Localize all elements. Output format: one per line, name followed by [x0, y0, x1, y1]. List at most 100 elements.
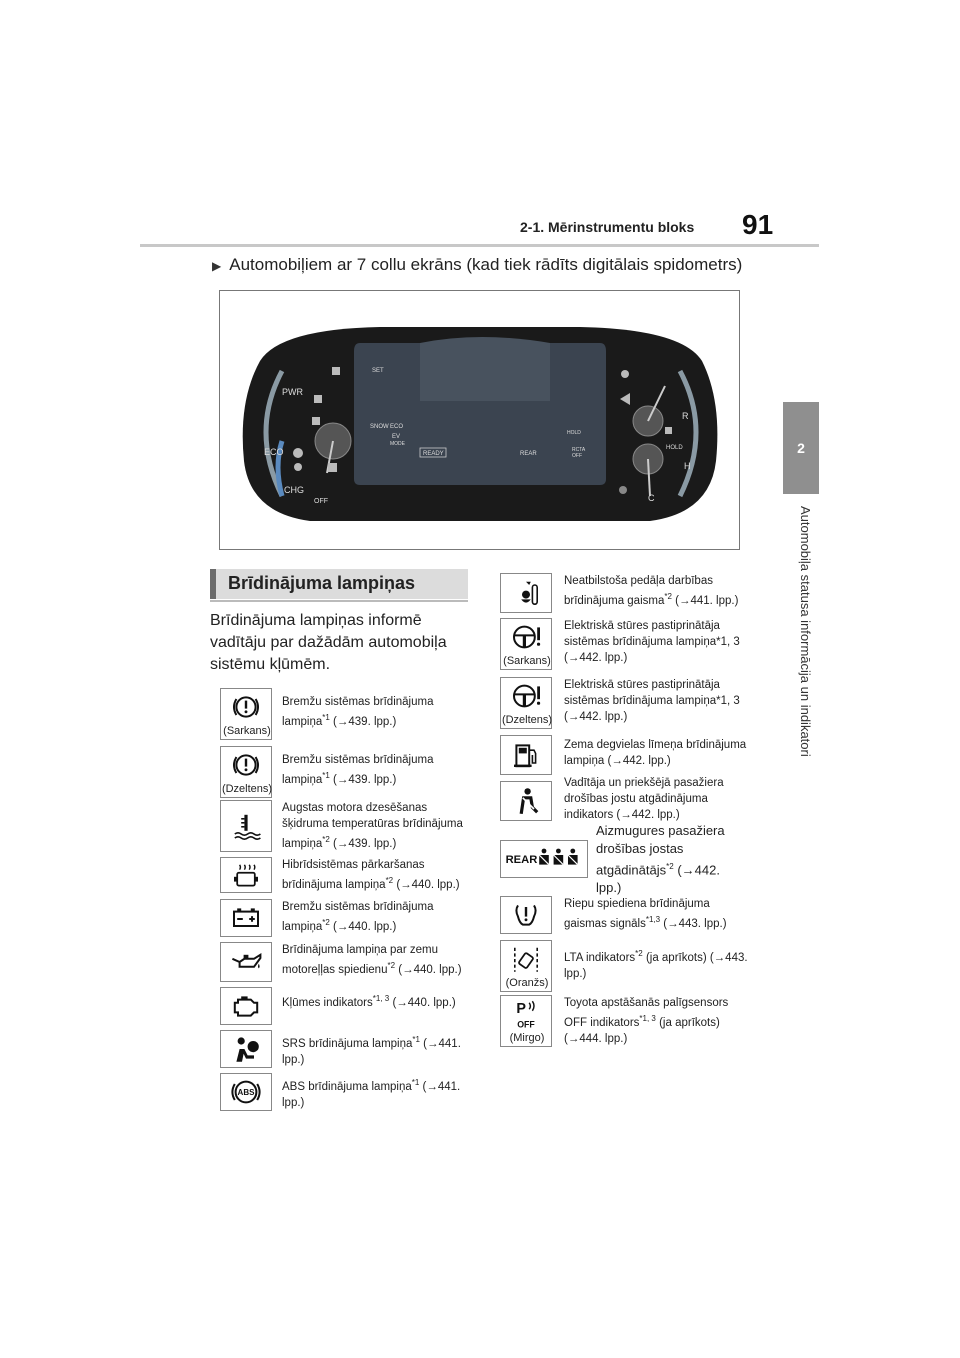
screen-eco: ECO: [390, 424, 403, 430]
low-fuel-icon: [500, 735, 552, 775]
page-reference[interactable]: (→440. lpp.): [396, 878, 460, 891]
icon-label: REAR: [506, 854, 538, 866]
page-reference[interactable]: (→441. lpp.): [675, 594, 739, 607]
footnote-mark: *2: [387, 961, 396, 970]
screen-snow: SNOW: [370, 424, 389, 430]
right-warning-item: Zema degvielas līmeņa brīdinājuma lampiņ…: [500, 735, 754, 775]
rear-seatbelt-icon: REAR: [500, 840, 588, 878]
left-indicator-icons: [293, 367, 340, 472]
warning-description: Kļūmes indikators*1, 3 (→440. lpp.): [282, 991, 472, 1011]
page-reference[interactable]: (→442. lpp.): [616, 809, 680, 821]
instrument-cluster: PWR ECO CHG OFF R H C HOLD: [242, 327, 718, 521]
warning-text: Bremžu sistēmas brīdinājuma lampiņa: [282, 754, 434, 786]
icon-label: OFF: [517, 1020, 535, 1030]
gauge-label-r: R: [682, 411, 689, 421]
chapter-number: 2: [797, 440, 805, 456]
page-number: 91: [742, 209, 774, 240]
instrument-cluster-figure: PWR ECO CHG OFF R H C HOLD: [219, 290, 740, 550]
gauge-label-h: H: [684, 461, 691, 471]
left-warning-item: Bremžu sistēmas brīdinājuma lampiņa*2 (→…: [220, 899, 472, 937]
battery-icon: [220, 899, 272, 937]
triangle-bullet-icon: ▶: [212, 259, 222, 273]
page-reference[interactable]: (→440. lpp.): [333, 920, 397, 933]
warning-text: Elektriskā stūres pastiprinātāja sistēma…: [564, 679, 740, 707]
warning-description: Zema degvielas līmeņa brīdinājuma lampiņ…: [564, 737, 754, 769]
footnote-mark: *2: [322, 918, 330, 927]
warning-text: Aizmugures pasažiera drošības jostas atg…: [596, 823, 725, 878]
screen-hold: HOLD: [567, 430, 581, 436]
right-warning-item: (Oranžs)LTA indikators*2 (ja aprīkots) (…: [500, 940, 754, 992]
footnote-mark: *2: [664, 592, 672, 601]
gauge-label-pwr: PWR: [282, 387, 303, 397]
screen-ready: READY: [423, 451, 444, 457]
svg-text:P: P: [516, 1001, 526, 1017]
warning-text: Kļūmes indikators: [282, 996, 373, 1009]
warning-description: Vadītāja un priekšējā pasažiera drošības…: [564, 775, 754, 823]
warning-description: LTA indikators*2 (ja aprīkots) (→443. lp…: [564, 946, 754, 982]
left-warning-item: SRS brīdinājuma lampiņa*1 (→441. lpp.): [220, 1030, 472, 1068]
gauge-label-off: OFF: [314, 498, 328, 505]
power-steering-icon: (Sarkans): [500, 618, 552, 670]
gauge-label-eco: ECO: [264, 447, 284, 457]
warning-text: Brīdinājuma lampiņa par zemu motoreļļas …: [282, 944, 438, 976]
right-warning-item: (Sarkans)Elektriskā stūres pastiprinātāj…: [500, 618, 754, 670]
abs-icon: ABS: [220, 1073, 272, 1111]
screen-set: SET: [372, 368, 384, 374]
screen-ev: EV: [392, 434, 400, 440]
warning-text: ABS brīdinājuma lampiņa: [282, 1080, 412, 1093]
left-warning-item: (Sarkans) Bremžu sistēmas brīdinājuma lam…: [220, 688, 472, 740]
footnote-mark: *1, 3: [372, 994, 390, 1003]
icon-caption: (Sarkans): [223, 725, 271, 737]
page-reference[interactable]: (→442. lpp.): [596, 862, 720, 896]
warning-text: SRS brīdinājuma lampiņa: [282, 1037, 413, 1050]
left-warning-item: Hibrīdsistēmas pārkaršanas brīdinājuma l…: [220, 857, 472, 893]
footnote-mark: *2: [385, 876, 394, 885]
icon-caption: (Sarkans): [503, 655, 551, 667]
page-reference[interactable]: (ja aprīkots) (→444. lpp.): [564, 1016, 720, 1045]
page-reference[interactable]: (→442. lpp.): [607, 755, 671, 767]
page-reference[interactable]: (→441. lpp.): [282, 1037, 461, 1066]
warning-text: Toyota apstāšanās palīgsensors OFF indik…: [564, 997, 729, 1029]
intro-text: Automobiļiem ar 7 collu ekrāns (kad tiek…: [229, 255, 743, 274]
icon-caption: (Mirgo): [509, 1032, 545, 1044]
page-reference[interactable]: (→443. lpp.): [663, 917, 727, 930]
chapter-side-title: Automobiļa statusa informācija un indika…: [798, 506, 813, 757]
check-engine-icon: [220, 987, 272, 1025]
warning-description: Bremžu sistēmas brīdinājuma lampiņa*1 (→…: [282, 694, 472, 730]
page-reference[interactable]: (→439. lpp.): [333, 837, 397, 850]
page-reference[interactable]: (→440. lpp.): [392, 996, 456, 1009]
page-reference[interactable]: (→442. lpp.): [564, 652, 628, 664]
footnote-mark: *2: [322, 835, 330, 844]
footnote-mark: *1: [411, 1078, 420, 1087]
warning-text: LTA indikators: [564, 951, 636, 964]
page-reference[interactable]: (→439. lpp.): [333, 715, 397, 728]
warning-description: Toyota apstāšanās palīgsensors OFF indik…: [564, 995, 754, 1047]
footnote-mark: *1: [322, 771, 330, 780]
cluster-screen-top: [420, 337, 550, 401]
warning-description: Riepu spiediena brīdinājuma gaismas sign…: [564, 896, 754, 932]
section-heading: Brīdinājuma lampiņas: [210, 569, 468, 599]
warning-description: Bremžu sistēmas brīdinājuma lampiņa*2 (→…: [282, 899, 472, 935]
page-reference[interactable]: (→442. lpp.): [564, 711, 628, 723]
screen-mode: MODE: [390, 441, 406, 447]
right-needle-top: [647, 385, 666, 422]
left-warning-item: Augstas motora dzesēšanas šķidruma tempe…: [220, 800, 472, 852]
footnote-mark: *1, 3: [639, 1014, 656, 1023]
gauge-label-c: C: [648, 493, 655, 503]
brake-warning-icon: (Dzeltens): [220, 746, 272, 798]
page-reference[interactable]: (→440. lpp.): [398, 963, 462, 976]
page-reference[interactable]: (→439. lpp.): [333, 773, 397, 786]
warning-text: Zema degvielas līmeņa brīdinājuma lampiņ…: [564, 739, 747, 767]
page-reference[interactable]: (ja aprīkots) (→443. lpp.): [564, 951, 748, 980]
warning-description: Augstas motora dzesēšanas šķidruma tempe…: [282, 800, 472, 852]
gauge-label-chg: CHG: [284, 485, 304, 495]
page-reference[interactable]: (→441. lpp.): [282, 1080, 461, 1109]
right-warning-item: Riepu spiediena brīdinājuma gaismas sign…: [500, 896, 754, 934]
footnote-mark: *1: [322, 713, 330, 722]
parking-sensor-off-icon: P OFF (Mirgo): [500, 995, 552, 1047]
footnote-mark: *1: [412, 1035, 420, 1044]
left-gauge-chg: [275, 440, 285, 497]
seatbelt-reminder-icon: [500, 781, 552, 821]
chapter-tab[interactable]: 2: [783, 402, 819, 494]
warning-text: Bremžu sistēmas brīdinājuma lampiņa: [282, 901, 434, 933]
